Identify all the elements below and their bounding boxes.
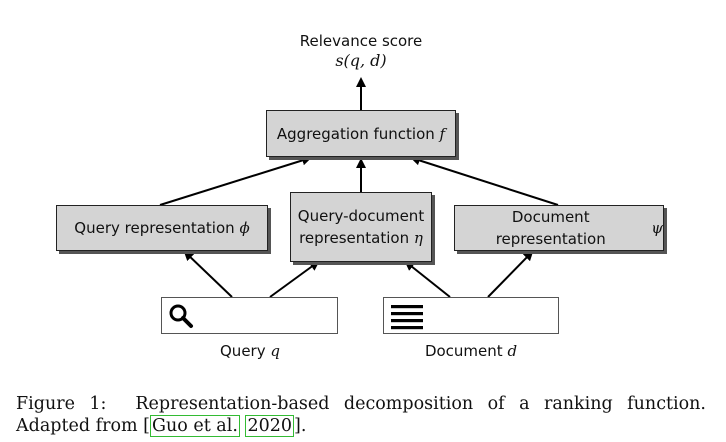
caption-prefix: Figure 1: [16, 394, 107, 414]
figure-caption: Figure 1: Representation-based decomposi… [16, 394, 706, 437]
arrow-doc-rep-to-aggregation [410, 155, 559, 206]
query-input-label: Query q [220, 342, 280, 360]
citation-author-link[interactable]: Guo et al. [150, 415, 240, 437]
arrow-query-rep-to-aggregation [159, 155, 312, 206]
arrow-doc-to-qd-rep [404, 260, 451, 298]
query-representation-symbol: ϕ [239, 219, 250, 237]
citation-year-link[interactable]: 2020 [245, 415, 295, 437]
document-input-label: Document d [424, 342, 518, 360]
query-representation-text: Query representation [74, 219, 235, 237]
aggregation-function-text: Aggregation function [276, 124, 435, 143]
qd-representation-symbol: η [413, 229, 423, 247]
document-representation-text: Document representation [495, 208, 606, 248]
document-input-box [383, 297, 559, 334]
aggregation-function-box: Aggregation function f [266, 110, 456, 157]
relevance-score-label: Relevance score [299, 32, 423, 50]
relevance-score-formula: s(q, d) [335, 51, 387, 70]
search-icon [169, 304, 193, 328]
document-lines-icon [391, 305, 423, 330]
caption-text: Representation-based decomposition of a … [16, 394, 706, 436]
arrow-query-to-query-rep [183, 250, 233, 298]
document-representation-box: Document representation ψ [454, 205, 664, 251]
document-representation-symbol: ψ [651, 219, 663, 237]
arrow-doc-to-doc-rep [487, 250, 534, 298]
qd-representation-line2: representation [299, 229, 410, 247]
query-representation-box: Query representation ϕ [56, 205, 268, 251]
query-input-box [161, 297, 338, 334]
arrow-query-to-qd-rep [269, 260, 320, 298]
qd-representation-line1: Query-document [297, 207, 425, 225]
aggregation-function-symbol: f [439, 124, 446, 143]
query-document-representation-box: Query-document representation η [290, 192, 432, 262]
